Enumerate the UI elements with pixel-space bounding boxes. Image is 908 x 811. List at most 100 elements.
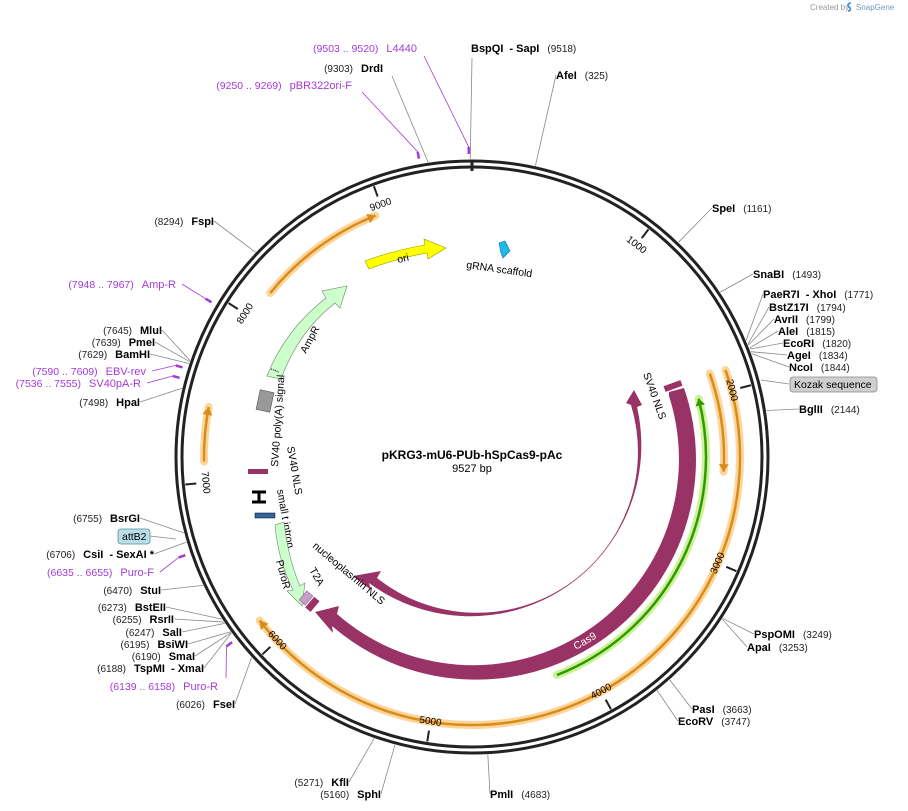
site-apai[interactable]: ApaI(3253) bbox=[721, 618, 808, 654]
orf-left-ampr[interactable] bbox=[266, 211, 380, 298]
primer-ebv-rev[interactable]: (7590 .. 7609)EBV-rev bbox=[32, 364, 183, 378]
site-drdi[interactable]: (9303)DrdI bbox=[324, 63, 429, 163]
sv40-polya-mark[interactable] bbox=[255, 389, 275, 413]
site-leader-rsrii bbox=[173, 618, 224, 623]
site-mlui[interactable]: (7645)MluI bbox=[103, 325, 191, 361]
site-bglii[interactable]: BglII(2144) bbox=[766, 404, 860, 416]
site-leader-bsrgi bbox=[139, 517, 184, 534]
site-hpai[interactable]: (7498)HpaI bbox=[79, 387, 183, 409]
site-rsrii[interactable]: (6255)RsrII bbox=[113, 614, 224, 626]
site-snabi[interactable]: SnaBI(1493) bbox=[720, 269, 821, 293]
site-label-apai: ApaI(3253) bbox=[747, 642, 808, 654]
site-bstz17i[interactable]: BstZ17I(1794) bbox=[747, 302, 846, 345]
site-name-bsiwi: BsiWI bbox=[157, 639, 188, 651]
nucleoplasmin-nls-mark[interactable] bbox=[305, 596, 320, 612]
site-afei[interactable]: AfeI(325) bbox=[534, 70, 608, 166]
site-pmei[interactable]: (7639)PmeI bbox=[92, 337, 190, 363]
orf-left-small[interactable] bbox=[200, 402, 213, 466]
site-stui[interactable]: (6470)StuI bbox=[103, 584, 204, 597]
site-fsei[interactable]: (6026)FseI bbox=[176, 657, 252, 711]
small-t-intron-mark[interactable] bbox=[252, 490, 266, 504]
site-name-agei: AgeI bbox=[787, 350, 811, 362]
site-label-bglii: BglII(2144) bbox=[799, 404, 860, 416]
sv40-nls-left-mark[interactable] bbox=[248, 469, 268, 474]
site-name-kfli: KflI bbox=[331, 777, 349, 789]
primer-puro-r[interactable]: (6139 .. 6158) Puro-R bbox=[110, 641, 233, 693]
site-leader-pmei bbox=[154, 341, 190, 363]
plasmid-title: pKRG3-mU6-PUb-hSpCas9-pAc 9527 bp bbox=[382, 448, 563, 475]
primer-sv40pa-r[interactable]: (7536 .. 7555)SV40pA-R bbox=[16, 374, 180, 390]
ori-arrow[interactable] bbox=[364, 238, 447, 270]
kozak-box[interactable]: Kozak sequence bbox=[760, 376, 878, 393]
site-bspqi-sapi[interactable]: BspQI- SapI(9518) bbox=[469, 43, 576, 160]
primer-puro-f[interactable]: (6635 .. 6655)Puro-F bbox=[47, 553, 186, 579]
site-bsteii[interactable]: (6273)BstEII bbox=[98, 602, 223, 620]
orf-right-short[interactable] bbox=[705, 369, 729, 476]
site-pos-sphi: (5160) bbox=[320, 790, 349, 801]
primer-name-l4440: L4440 bbox=[386, 43, 417, 55]
site-csii-sexai[interactable]: (6706)CsiI- SexAI * bbox=[46, 541, 187, 561]
t2a-mark[interactable] bbox=[298, 590, 314, 606]
primer-amp-r[interactable]: (7948 .. 7967)Amp-R bbox=[68, 279, 213, 304]
site-pos-snabi: (1493) bbox=[792, 270, 821, 281]
grna-scaffold-arrow[interactable] bbox=[498, 240, 511, 259]
orf-green-outer[interactable] bbox=[552, 394, 710, 680]
primer-name-puro-r: Puro-R bbox=[183, 681, 218, 693]
ampr-arrow[interactable] bbox=[266, 285, 348, 380]
site-name-ecorv: EcoRV bbox=[678, 716, 714, 728]
site-name-tspmi-xmai: TspMI bbox=[134, 663, 165, 675]
site-extra-tspmi-xmai: - XmaI bbox=[171, 663, 204, 675]
primer-label-sv40pa-r: (7536 .. 7555)SV40pA-R bbox=[16, 378, 141, 390]
sv40-polya-label: SV40 poly(A) signal bbox=[269, 374, 287, 467]
site-leader-pmli bbox=[487, 754, 491, 795]
site-ncoi[interactable]: NcoI(1844) bbox=[751, 353, 850, 374]
attb2-label: attB2 bbox=[122, 531, 147, 543]
site-ecorv[interactable]: EcoRV(3747) bbox=[656, 690, 750, 728]
site-label-ecori: EcoRI(1820) bbox=[783, 338, 851, 350]
site-pos-bamhi: (7629) bbox=[78, 350, 107, 361]
site-kfli[interactable]: (5271)KflI bbox=[294, 738, 375, 789]
sv40-nls-right-mark[interactable] bbox=[663, 380, 683, 392]
created-by-text: Created by bbox=[810, 3, 849, 12]
site-label-bstz17i: BstZ17I(1794) bbox=[769, 302, 846, 314]
attb2-box[interactable]: attB2 bbox=[117, 528, 177, 545]
site-bsiwi[interactable]: (6195)BsiWI bbox=[121, 631, 231, 651]
kozak-label: Kozak sequence bbox=[794, 379, 872, 391]
site-fspi[interactable]: (8294)FspI bbox=[154, 216, 256, 253]
primer-l4440[interactable]: (9503 .. 9520)L4440 bbox=[313, 43, 471, 155]
site-pmli[interactable]: PmlI(4683) bbox=[487, 754, 550, 801]
site-spei[interactable]: SpeI(1161) bbox=[678, 203, 772, 243]
site-label-ncoi: NcoI(1844) bbox=[789, 362, 850, 374]
attb2-mark[interactable] bbox=[254, 512, 276, 519]
site-tspmi-xmai[interactable]: (6188)TspMI- XmaI bbox=[97, 632, 232, 675]
orf-green-outer-line bbox=[556, 398, 708, 677]
cas9-inner-arrow[interactable] bbox=[353, 390, 642, 617]
site-sali[interactable]: (6247)SalI bbox=[126, 622, 225, 639]
site-label-bsteii: (6273)BstEII bbox=[98, 602, 166, 614]
site-alei[interactable]: AleI(1815) bbox=[749, 326, 835, 349]
site-leader-hpai bbox=[139, 387, 183, 403]
site-ecori[interactable]: EcoRI(1820) bbox=[749, 338, 851, 350]
primer-label-ebv-rev: (7590 .. 7609)EBV-rev bbox=[32, 366, 146, 378]
orf-right-long[interactable] bbox=[255, 365, 744, 729]
site-avrii[interactable]: AvrII(1799) bbox=[747, 314, 835, 346]
site-bamhi[interactable]: (7629)BamHI bbox=[78, 349, 190, 364]
primer-pbr322ori-f[interactable]: (9250 .. 9269)pBR322ori-F bbox=[216, 80, 421, 159]
primer-range-puro-r: (6139 .. 6158) bbox=[110, 681, 175, 693]
site-agei[interactable]: AgeI(1834) bbox=[750, 350, 848, 362]
site-leader-bglii bbox=[766, 408, 800, 411]
site-leader-bsteii bbox=[165, 606, 223, 620]
site-label-bsrgi: (6755)BsrGI bbox=[73, 513, 140, 525]
kozak-box-bg bbox=[789, 376, 878, 393]
site-pspomi[interactable]: PspOMI(3249) bbox=[722, 617, 832, 641]
primer-label-pbr322ori-f: (9250 .. 9269)pBR322ori-F bbox=[216, 80, 352, 92]
tick-4000 bbox=[604, 699, 612, 710]
site-label-fsei: (6026)FseI bbox=[176, 699, 235, 711]
site-leader-bamhi bbox=[149, 353, 190, 364]
site-pasi[interactable]: PasI(3663) bbox=[669, 679, 752, 716]
site-bsrgi[interactable]: (6755)BsrGI bbox=[73, 513, 184, 534]
site-sphi[interactable]: (5160)SphI bbox=[320, 744, 396, 801]
site-smai[interactable]: (6190)SmaI bbox=[132, 632, 232, 663]
primer-mark-sv40pa-r bbox=[172, 374, 180, 380]
site-paer7i-xhoi[interactable]: PaeR7I- XhoI(1771) bbox=[745, 289, 873, 341]
